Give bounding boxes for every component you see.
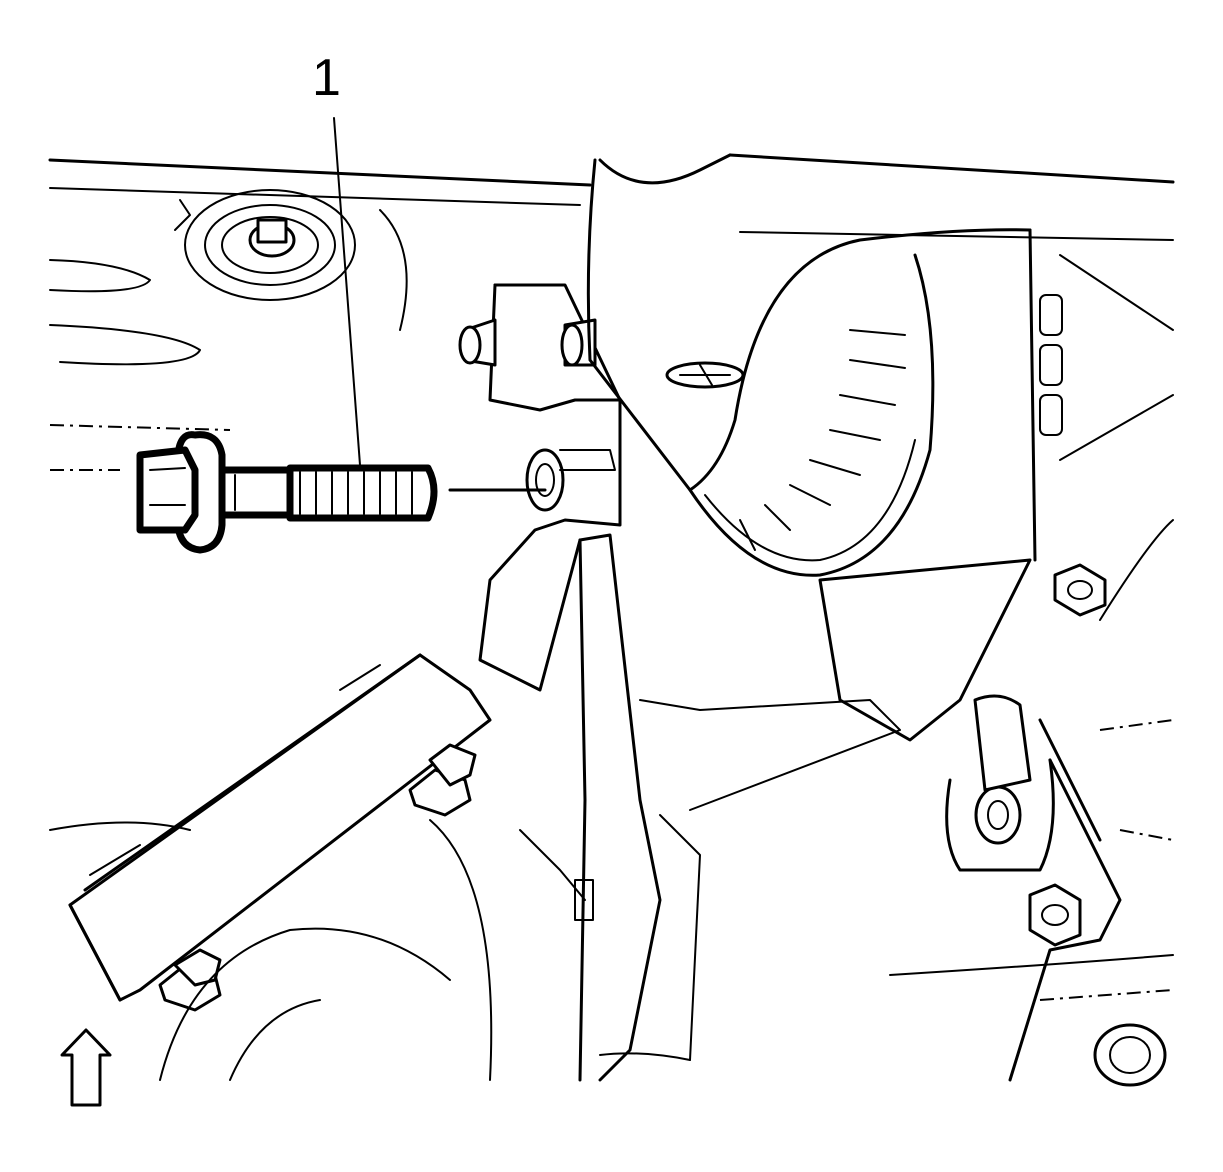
upper-stud-assembly — [174, 189, 408, 331]
callout-number: 1 — [312, 49, 341, 107]
flange-bolt — [136, 431, 438, 554]
lower-casting — [159, 819, 493, 1081]
callout-leader — [333, 117, 361, 466]
mount-bracket — [458, 283, 622, 692]
vertical-strut — [519, 533, 901, 1082]
background-structure — [48, 153, 1175, 1001]
up-arrow-icon — [60, 1028, 112, 1107]
engine-mount-body — [586, 153, 1174, 742]
torque-link-arm — [68, 653, 492, 1012]
right-mount — [945, 519, 1174, 1087]
